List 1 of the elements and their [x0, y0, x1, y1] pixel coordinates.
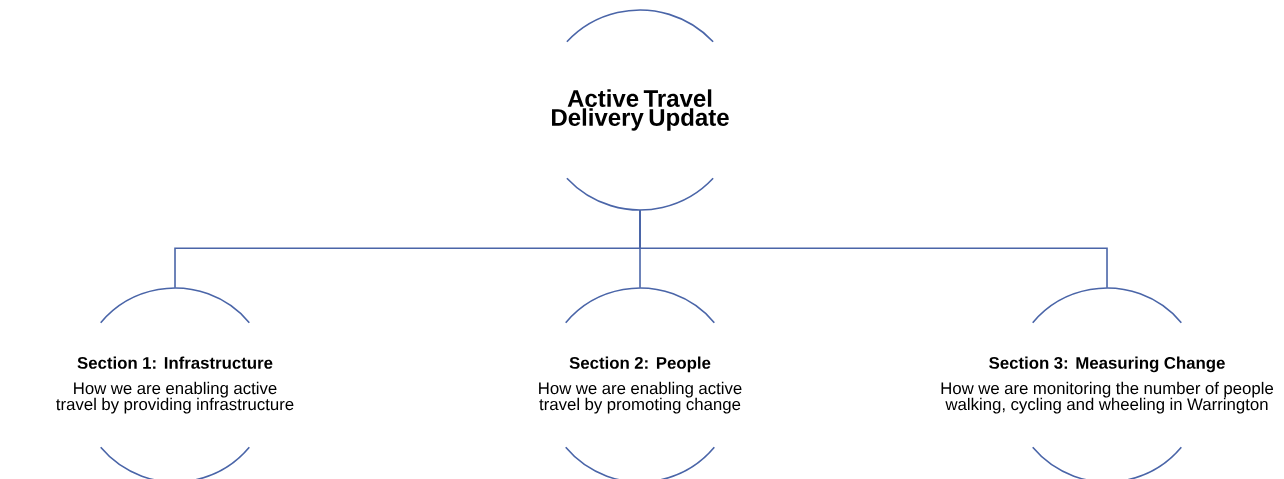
connector-line — [639, 209, 1108, 289]
